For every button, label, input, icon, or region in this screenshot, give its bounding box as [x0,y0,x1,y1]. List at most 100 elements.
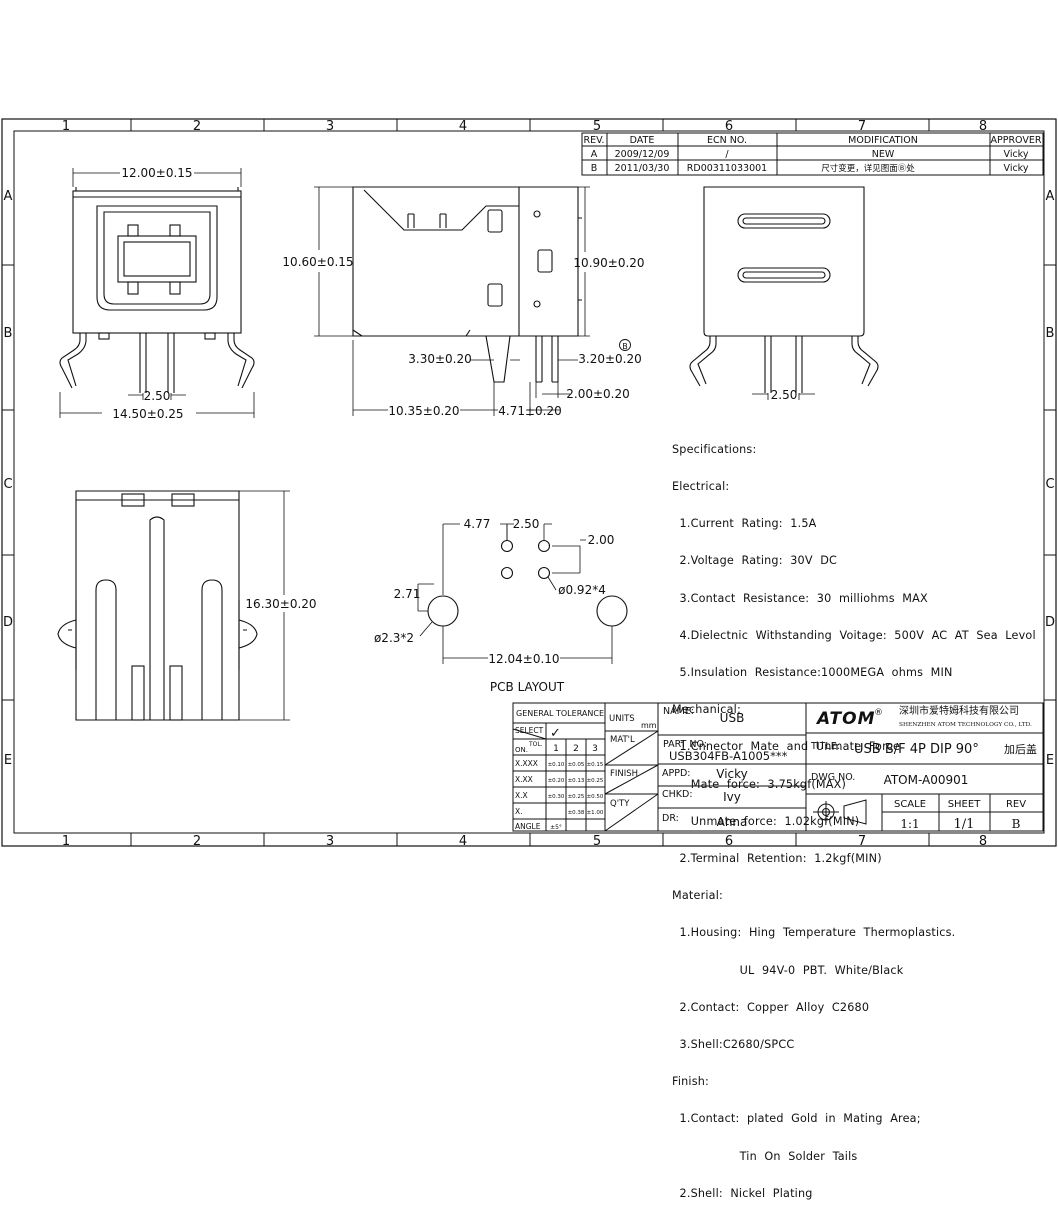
spec-line: 2.Contact: Copper Alloy C2680 [672,1000,870,1014]
rev-header: DATE [630,135,655,146]
scale-value: 1:1 [900,817,919,831]
dim-front-width: 12.00±0.15 [121,166,192,180]
revision-table [581,132,1044,176]
rev-header: APPROVER [991,135,1042,146]
rev-cell: Vicky [1004,163,1029,174]
rev-header: REV. [584,135,605,146]
tol-title: GENERAL TOLERANCE [516,709,604,718]
spec-line: UL 94V-0 PBT. White/Black [672,963,904,977]
tol-val: ±0.25 [568,794,585,800]
col-label: 1 [62,119,70,134]
atom-logo: ATOM [815,709,876,729]
pcb-hole-small: ø0.92*4 [558,583,606,597]
pcb-layout-title: PCB LAYOUT [490,680,565,694]
row-label: B [4,326,13,341]
col-label: 6 [725,119,733,134]
back-view [689,186,879,393]
pcb-hole-big: ø2.3*2 [374,631,414,645]
spec-line: Unmate force: 1.02kgf(MIN) [672,814,860,828]
outer-frame [1,118,1057,847]
title-value: USB B/F 4P DIP 90° [854,742,979,757]
rev-cell: RD00311033001 [687,163,767,174]
col-label: 6 [725,834,733,849]
chkd-label: CHKD: [662,789,693,800]
spec-line: 1.Cnnector Mate and Unmate Force [672,740,901,754]
front-view [59,187,255,393]
tol-check: ✓ [550,726,561,741]
dim-front-span: 14.50±0.25 [112,407,183,421]
sheet-value: 1/1 [954,817,975,832]
tolerance-table [512,702,659,832]
company-cn: 深圳市爱特姆科技有限公司 [899,704,1019,717]
dim-side-tail: 3.30±0.20 [408,352,472,366]
rev-cell: 2011/03/30 [615,163,670,174]
col-label: 1 [62,834,70,849]
pcb-dimensions [417,523,613,664]
dim-side-height: 10.60±0.15 [282,255,353,269]
side-dimensions [314,186,590,416]
part-no: USB304FB-A1005*** [669,749,788,763]
spec-line: 1.Contact: plated Gold in Mating Area; [672,1112,921,1126]
tol-val: ±0.25 [587,778,604,784]
row-label: B [1046,326,1055,341]
scale-label: SCALE [894,799,926,810]
pcb-dim-3: 2.00 [588,533,615,547]
dim-side-depth2: 4.71±0.20 [498,404,562,418]
pcb-dim-1: 4.77 [464,517,491,531]
tol-on: ON. [515,746,528,754]
spec-line: 3.Shell:C2680/SPCC [672,1038,795,1052]
row-label: C [1045,477,1054,492]
sheet-label: SHEET [948,799,982,810]
col-label: 5 [593,119,601,134]
name-label: NAME: [663,706,694,717]
spec-line: 5.Insulation Resistance:1000MEGA ohms MI… [672,666,953,680]
col-label: 3 [326,834,334,849]
spec-line: 1.Current Rating: 1.5A [672,517,817,531]
pcb-dim-2: 2.50 [513,517,540,531]
tol-col: 1 [553,744,559,754]
qty-label: Q'TY [610,799,630,809]
pcb-span: 12.04±0.10 [488,652,559,666]
row-label: D [1045,615,1055,630]
tol-select: SELECT [515,726,544,735]
tol-val: ±0.13 [568,778,585,784]
col-label: 4 [459,119,467,134]
logo-reg: ® [874,708,883,718]
col-label: 7 [858,834,866,849]
back-dimensions [752,393,815,400]
tol-row-label: ANGLE [515,822,541,831]
bottom-view [57,490,258,721]
drawing-sheet: 1 2 3 4 5 6 7 8 1 2 3 4 5 6 7 8 A B C D … [1,118,1057,849]
spec-line: 2.Terminal Retention: 1.2kgf(MIN) [672,852,882,866]
spec-line: Electrical: [672,480,730,494]
rev-marker: B [622,342,628,351]
name-value: USB [720,711,745,725]
title-block [657,702,1044,832]
tol-val: ±0.50 [587,794,604,800]
tol-val: ±0.15 [587,762,604,768]
col-label: 4 [459,834,467,849]
tol-row-label: X.X [515,791,528,800]
projection-symbol-icon [813,799,867,825]
dwg-no: ATOM-A00901 [884,773,969,787]
units-mm: mm [641,721,657,730]
part-label: PART NO: [663,739,707,750]
col-label: 2 [193,834,201,849]
rev-cell: NEW [872,149,895,160]
dim-back-pitch: 2.50 [771,388,798,402]
rev-value: B [1012,817,1021,831]
spec-line: Finish: [672,1075,710,1089]
dr-value: Anna [717,815,748,829]
tol-col: 3 [592,744,598,754]
title-cn: 加后盖 [1004,742,1037,756]
spec-line: 3.Contact Resistance: 30 milliohms MAX [672,591,928,605]
dr-label: DR: [662,813,679,824]
tol-row-label: X.XXX [515,759,538,768]
specifications-notes: Specifications: Electrical: 1.Current Ra… [672,419,1036,1213]
tol-tol: TOL. [528,741,543,748]
col-label: 8 [979,119,987,134]
tol-val: ±1.00 [587,810,604,816]
rev-header: MODIFICATION [848,135,918,146]
spec-line: Material: [672,889,724,903]
rev-cell: Vicky [1004,149,1029,160]
